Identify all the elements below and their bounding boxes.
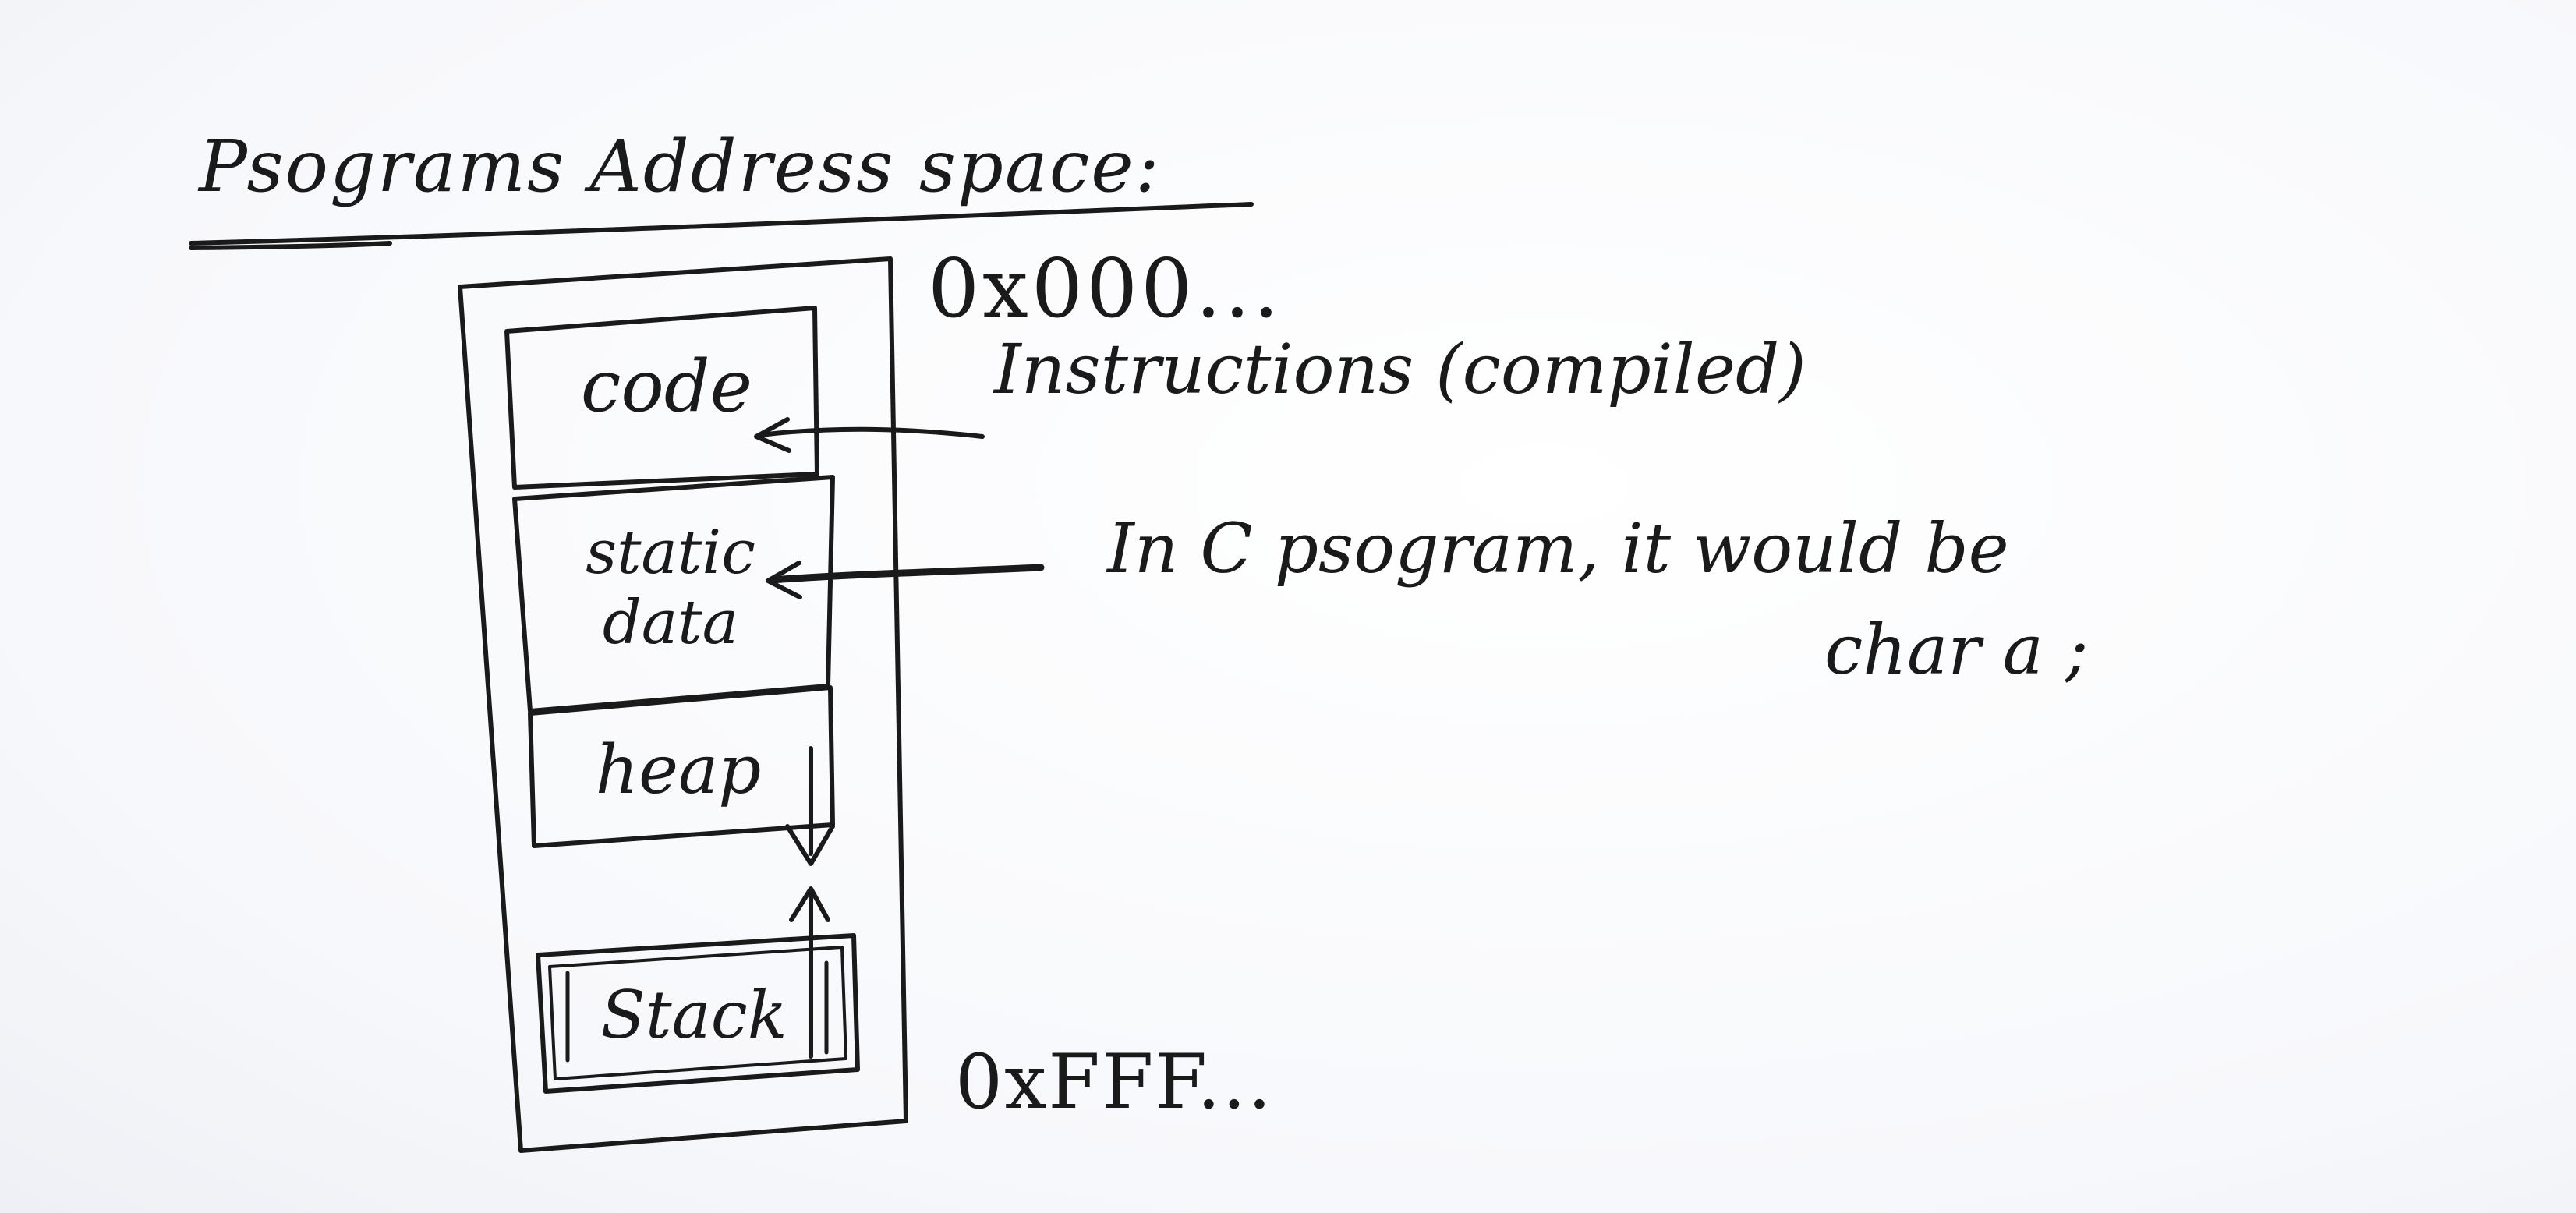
heap-growth-arrowhead	[785, 824, 835, 866]
title-underline	[189, 202, 1254, 246]
stack-segment-box	[536, 933, 860, 1094]
static-label-line2: data	[602, 587, 739, 658]
static-annotation-line2: char a ;	[1824, 610, 2089, 690]
code-note-arrow	[758, 426, 985, 439]
code-segment-box	[504, 306, 819, 490]
outer-address-space-box	[458, 256, 908, 1153]
code-segment-label: code	[580, 345, 753, 428]
stack-segment-inner-box	[548, 946, 847, 1080]
address-end-label: 0xFFF...	[955, 1038, 1273, 1126]
code-note-arrowhead	[754, 417, 791, 453]
static-note-arrow	[768, 564, 1045, 584]
code-annotation: Instructions (compiled)	[994, 329, 1806, 409]
static-note-arrowhead	[766, 561, 802, 599]
static-data-segment-label: static data	[522, 518, 819, 658]
heap-segment-label: heap	[595, 731, 762, 809]
static-annotation-line1: In C psogram, it would be	[1107, 508, 2009, 589]
stack-segment-label: Stack	[600, 977, 787, 1053]
address-start-label: 0x000...	[928, 241, 1283, 336]
stack-growth-arrowhead	[789, 886, 830, 922]
page-title: Psograms Address space:	[199, 125, 1161, 208]
title-underline-second	[189, 241, 392, 250]
static-label-line1: static	[586, 518, 755, 588]
